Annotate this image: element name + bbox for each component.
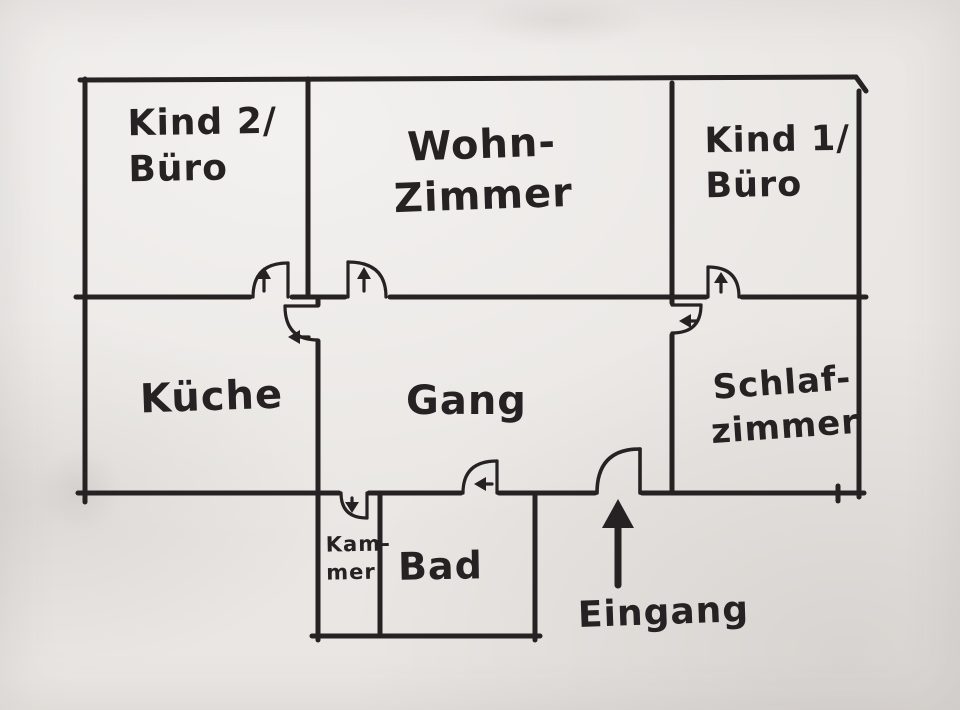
wall-top bbox=[77, 74, 859, 83]
door-swing-arc bbox=[283, 304, 320, 342]
door-swing-arc bbox=[670, 303, 703, 335]
outer-walls bbox=[75, 74, 869, 505]
room-label-wohnzimmer: Wohn- Zimmer bbox=[393, 119, 574, 223]
door-swing-arc bbox=[595, 447, 642, 495]
door-arrow-up-head-icon bbox=[357, 267, 371, 279]
door-schlafzimmer bbox=[670, 303, 703, 335]
room-label-kind2-buero: Kind 2/ Büro bbox=[127, 100, 278, 191]
door-arrow-left-head-icon bbox=[288, 330, 300, 344]
door-swing-arc bbox=[251, 261, 290, 299]
entrance-arrow-icon bbox=[602, 499, 634, 589]
room-label-kind1-buero: Kind 1/ Büro bbox=[704, 118, 851, 207]
room-label-gang: Gang bbox=[406, 378, 527, 424]
room-label-schlafzimmer: Schlaf- zimmer bbox=[709, 358, 861, 452]
door-arrow-down-head-icon bbox=[345, 502, 359, 513]
door-kammer bbox=[339, 491, 369, 520]
door-bad bbox=[461, 459, 499, 495]
door-kueche bbox=[283, 304, 320, 344]
door-swing-arc bbox=[706, 265, 741, 299]
inner-walls bbox=[73, 76, 869, 643]
entrance-label: Eingang bbox=[577, 589, 750, 636]
door-arrow-up-head-icon bbox=[714, 272, 728, 283]
door-kind2-buero bbox=[251, 261, 290, 299]
door-swing-arc bbox=[339, 491, 369, 520]
door-wohnzimmer bbox=[346, 260, 388, 299]
wall-top-right-notch bbox=[853, 74, 869, 94]
door-swing-arc bbox=[461, 459, 499, 495]
door-arrow-up-head-icon bbox=[257, 267, 271, 279]
room-label-kammer: Kam- mer bbox=[325, 531, 392, 585]
door-eingang bbox=[595, 447, 642, 495]
door-arrow-left-head-icon bbox=[474, 477, 486, 491]
door-arrow-left-head-icon bbox=[679, 314, 691, 328]
room-label-kueche: Küche bbox=[139, 371, 284, 423]
door-swing-arc bbox=[346, 260, 388, 299]
door-kind1-buero bbox=[706, 265, 741, 299]
entrance-arrow-head bbox=[602, 499, 634, 528]
room-label-bad: Bad bbox=[397, 543, 484, 589]
